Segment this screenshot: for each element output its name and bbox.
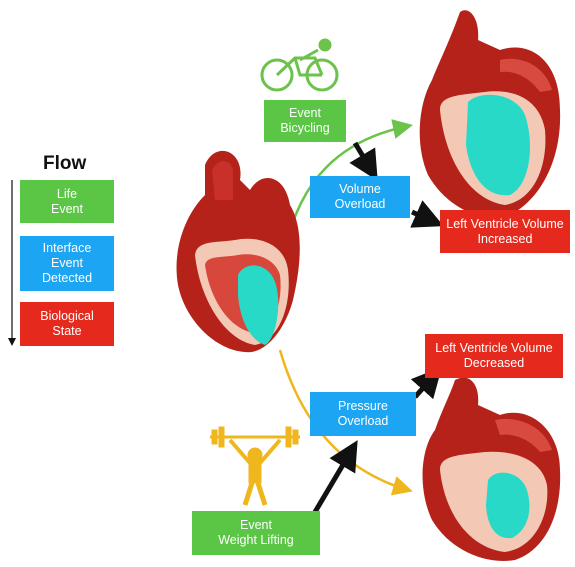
box-line: Left Ventricle Volume [446, 217, 563, 232]
lv-increased-box: Left Ventricle Volume Increased [440, 210, 570, 253]
bicycle-icon [262, 40, 337, 90]
arrow-bicycling-to-volume [355, 143, 370, 168]
legend-biological-state: Biological State [20, 302, 114, 346]
legend-life-event-line: Event [51, 202, 83, 217]
legend-biological-line: State [52, 324, 81, 339]
box-line: Decreased [464, 356, 524, 371]
box-line: Event [240, 518, 272, 533]
volume-overload-box: Volume Overload [310, 176, 410, 218]
box-line: Left Ventricle Volume [435, 341, 552, 356]
box-line: Overload [338, 414, 389, 429]
box-line: Weight Lifting [218, 533, 294, 548]
heart-icon [423, 378, 561, 561]
legend-interface-event: Interface Event Detected [20, 236, 114, 291]
box-line: Event [289, 106, 321, 121]
event-bicycling-box: Event Bicycling [264, 100, 346, 142]
legend-interface-line: Interface [43, 241, 92, 256]
legend-title: Flow [43, 153, 86, 175]
box-line: Bicycling [280, 121, 329, 136]
legend-interface-line: Event [51, 256, 83, 271]
legend-biological-line: Biological [40, 309, 94, 324]
flow-arrow [8, 180, 16, 346]
arrow-weight-to-pressure [315, 453, 350, 512]
heart-icon [420, 10, 560, 217]
box-line: Overload [335, 197, 386, 212]
legend-interface-line: Detected [42, 271, 92, 286]
legend-life-event: Life Event [20, 180, 114, 223]
arrow-pressure-to-lv-decreased [415, 378, 432, 397]
heart-icon [177, 151, 300, 352]
box-line: Pressure [338, 399, 388, 414]
arrow-volume-to-lv-increased [412, 212, 430, 220]
legend-life-event-line: Life [57, 187, 77, 202]
box-line: Volume [339, 182, 381, 197]
event-weight-lifting-box: Event Weight Lifting [192, 511, 320, 555]
pressure-overload-box: Pressure Overload [310, 392, 416, 436]
weightlifter-icon [210, 427, 300, 505]
lv-decreased-box: Left Ventricle Volume Decreased [425, 334, 563, 378]
box-line: Increased [478, 232, 533, 247]
